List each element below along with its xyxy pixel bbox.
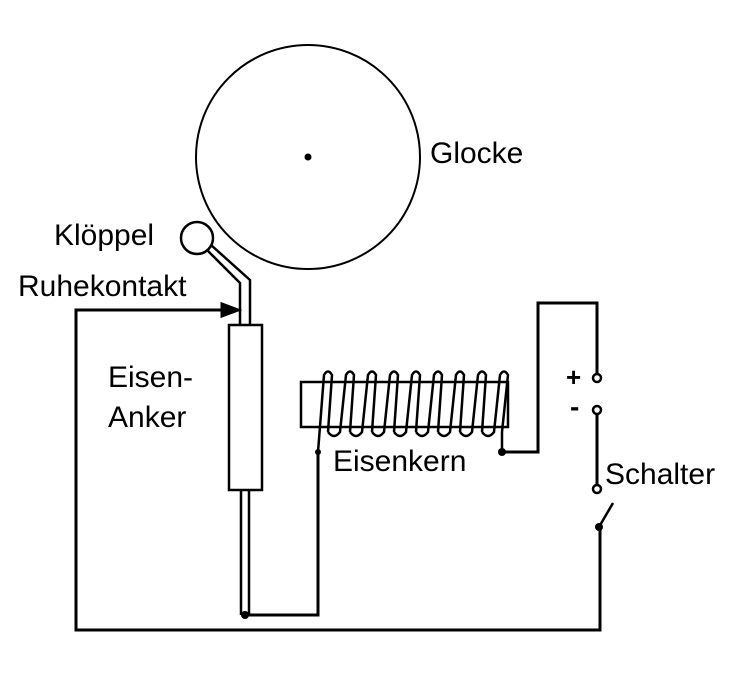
rest-contact-arrow xyxy=(220,301,243,319)
label-kloeppel: Klöppel xyxy=(54,219,155,252)
label-glocke: Glocke xyxy=(430,137,524,170)
label-ruhekontakt: Ruhekontakt xyxy=(18,270,187,303)
bell xyxy=(195,44,421,270)
wire-coil-to-plus xyxy=(502,301,599,454)
switch-contact xyxy=(595,523,603,531)
coil-windings xyxy=(316,370,510,453)
wire-coil-to-base xyxy=(245,452,320,617)
label-eisenkern: Eisenkern xyxy=(333,445,467,478)
wire-left-loop xyxy=(74,308,602,632)
label-anker: Anker xyxy=(108,401,187,434)
bell-center-dot xyxy=(304,153,312,161)
label-plus: + xyxy=(566,362,582,392)
label-eisen: Eisen- xyxy=(108,361,194,394)
iron-core xyxy=(299,380,510,429)
plus-terminal xyxy=(591,372,603,384)
clapper-arm xyxy=(206,244,252,325)
clapper xyxy=(179,220,215,256)
label-schalter: Schalter xyxy=(605,458,716,491)
label-minus: - xyxy=(570,391,580,422)
switch-arm[interactable] xyxy=(597,502,615,528)
junction-dot xyxy=(241,611,249,619)
minus-terminal xyxy=(591,404,603,416)
junction-dot xyxy=(498,448,506,456)
switch-contact xyxy=(591,483,603,495)
spring-stem xyxy=(239,490,251,615)
iron-armature xyxy=(227,323,264,492)
junction-dot xyxy=(315,449,321,455)
